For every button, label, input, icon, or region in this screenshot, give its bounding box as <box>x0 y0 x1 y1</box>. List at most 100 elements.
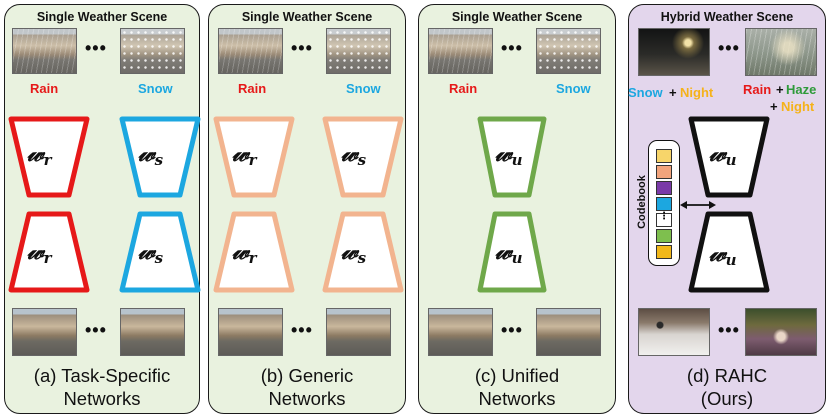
weight-unified-encoder: 𝓌u <box>495 138 523 169</box>
input-image-rain <box>428 28 493 74</box>
output-image-rain <box>428 308 493 356</box>
weight-symbol: 𝓌 <box>341 138 358 167</box>
codebook-ellipsis: ⋮ <box>656 212 672 227</box>
label-snow: Snow <box>556 81 591 96</box>
weight-subscript: r <box>43 151 52 169</box>
label-night: Night <box>781 99 815 114</box>
label-snow: Snow <box>628 85 663 100</box>
weight-snow-decoder: 𝓌s <box>341 236 366 267</box>
plus-sign: + <box>669 85 677 100</box>
input-image-snow-night <box>638 28 710 76</box>
ellipsis: ••• <box>85 320 107 340</box>
weight-symbol: 𝓌 <box>138 236 155 265</box>
label-rain: Rain <box>30 81 59 96</box>
weight-subscript: r <box>248 249 257 267</box>
bidirectional-arrow <box>680 201 716 209</box>
rahc-decoder <box>688 211 770 293</box>
weight-symbol: 𝓌 <box>341 236 358 265</box>
weight-rain-decoder: 𝓌r <box>27 236 52 267</box>
output-image-rain <box>218 308 283 356</box>
ellipsis: ••• <box>501 320 523 340</box>
weight-symbol: 𝓌 <box>495 138 512 167</box>
label-rain: Rain <box>238 81 267 96</box>
weight-snow-encoder: 𝓌s <box>341 138 366 169</box>
caption-line: Networks <box>478 388 556 409</box>
weight-subscript: r <box>43 249 52 267</box>
generic-decoder-rain <box>213 211 295 293</box>
caption-line: (d) RAHC <box>686 365 768 386</box>
decoder-snow <box>119 211 201 293</box>
output-image-snow-night <box>638 308 710 356</box>
output-image-snow <box>536 308 601 356</box>
output-image-rain-haze-night <box>745 308 817 356</box>
weight-subscript: u <box>511 151 523 169</box>
input-image-rain-haze-night <box>745 28 817 76</box>
weight-symbol: 𝓌 <box>495 236 512 265</box>
generic-decoder-snow <box>322 211 404 293</box>
plus-sign: + <box>770 99 778 114</box>
label-rain: Rain <box>449 81 478 96</box>
codebook-entry <box>656 245 672 259</box>
weight-symbol: 𝓌 <box>27 138 44 167</box>
output-image-snow <box>326 308 391 356</box>
weight-unified-decoder: 𝓌u <box>709 238 737 269</box>
caption-line: (c) Unified <box>474 365 560 386</box>
weight-symbol: 𝓌 <box>232 138 249 167</box>
codebook-label: Codebook <box>636 175 648 229</box>
label-snow: Snow <box>138 81 173 96</box>
caption-rahc: (d) RAHC(Ours) <box>628 364 826 410</box>
weight-rain-encoder: 𝓌r <box>27 138 52 169</box>
weight-subscript: s <box>154 249 164 267</box>
panel-title: Single Weather Scene <box>451 10 583 24</box>
label-night: Night <box>680 85 714 100</box>
weight-unified-decoder: 𝓌u <box>495 236 523 267</box>
codebook-entry <box>656 197 672 211</box>
label-haze: Haze <box>786 82 817 97</box>
caption-line: (a) Task-Specific <box>33 365 171 386</box>
weight-subscript: s <box>357 151 367 169</box>
weight-symbol: 𝓌 <box>232 236 249 265</box>
weight-subscript: u <box>725 251 737 269</box>
weight-subscript: s <box>154 151 164 169</box>
codebook-entry <box>656 181 672 195</box>
weight-symbol: 𝓌 <box>138 138 155 167</box>
plus-sign: + <box>776 82 784 97</box>
panel-title: Hybrid Weather Scene <box>660 10 794 24</box>
weight-subscript: s <box>357 249 367 267</box>
weight-symbol: 𝓌 <box>709 138 726 167</box>
weight-snow-decoder: 𝓌s <box>138 236 163 267</box>
codebook-entry <box>656 165 672 179</box>
panel-title: Single Weather Scene <box>241 10 373 24</box>
weight-subscript: u <box>725 151 737 169</box>
unified-encoder <box>477 116 547 198</box>
weight-unified-encoder: 𝓌u <box>709 138 737 169</box>
codebook-entry <box>656 149 672 163</box>
weight-symbol: 𝓌 <box>709 238 726 267</box>
caption-line: (Ours) <box>700 388 754 409</box>
codebook: ⋮ <box>648 140 680 266</box>
weight-subscript: u <box>511 249 523 267</box>
weight-rain-encoder: 𝓌r <box>232 138 257 169</box>
label-snow: Snow <box>346 81 381 96</box>
input-image-rain <box>12 28 77 74</box>
weight-rain-decoder: 𝓌r <box>232 236 257 267</box>
input-image-snow <box>120 28 185 74</box>
input-image-snow <box>326 28 391 74</box>
rahc-encoder <box>688 116 770 198</box>
weight-symbol: 𝓌 <box>27 236 44 265</box>
encoder-rain <box>8 116 90 198</box>
unified-decoder <box>477 211 547 293</box>
panel-title: Single Weather Scene <box>36 10 168 24</box>
encoder-snow <box>119 116 201 198</box>
codebook-entry <box>656 229 672 243</box>
generic-encoder-rain <box>213 116 295 198</box>
input-image-snow <box>536 28 601 74</box>
output-image-rain <box>12 308 77 356</box>
decoder-rain <box>8 211 90 293</box>
output-image-snow <box>120 308 185 356</box>
generic-encoder-snow <box>322 116 404 198</box>
caption-line: Networks <box>63 388 141 409</box>
ellipsis: ••• <box>291 320 313 340</box>
